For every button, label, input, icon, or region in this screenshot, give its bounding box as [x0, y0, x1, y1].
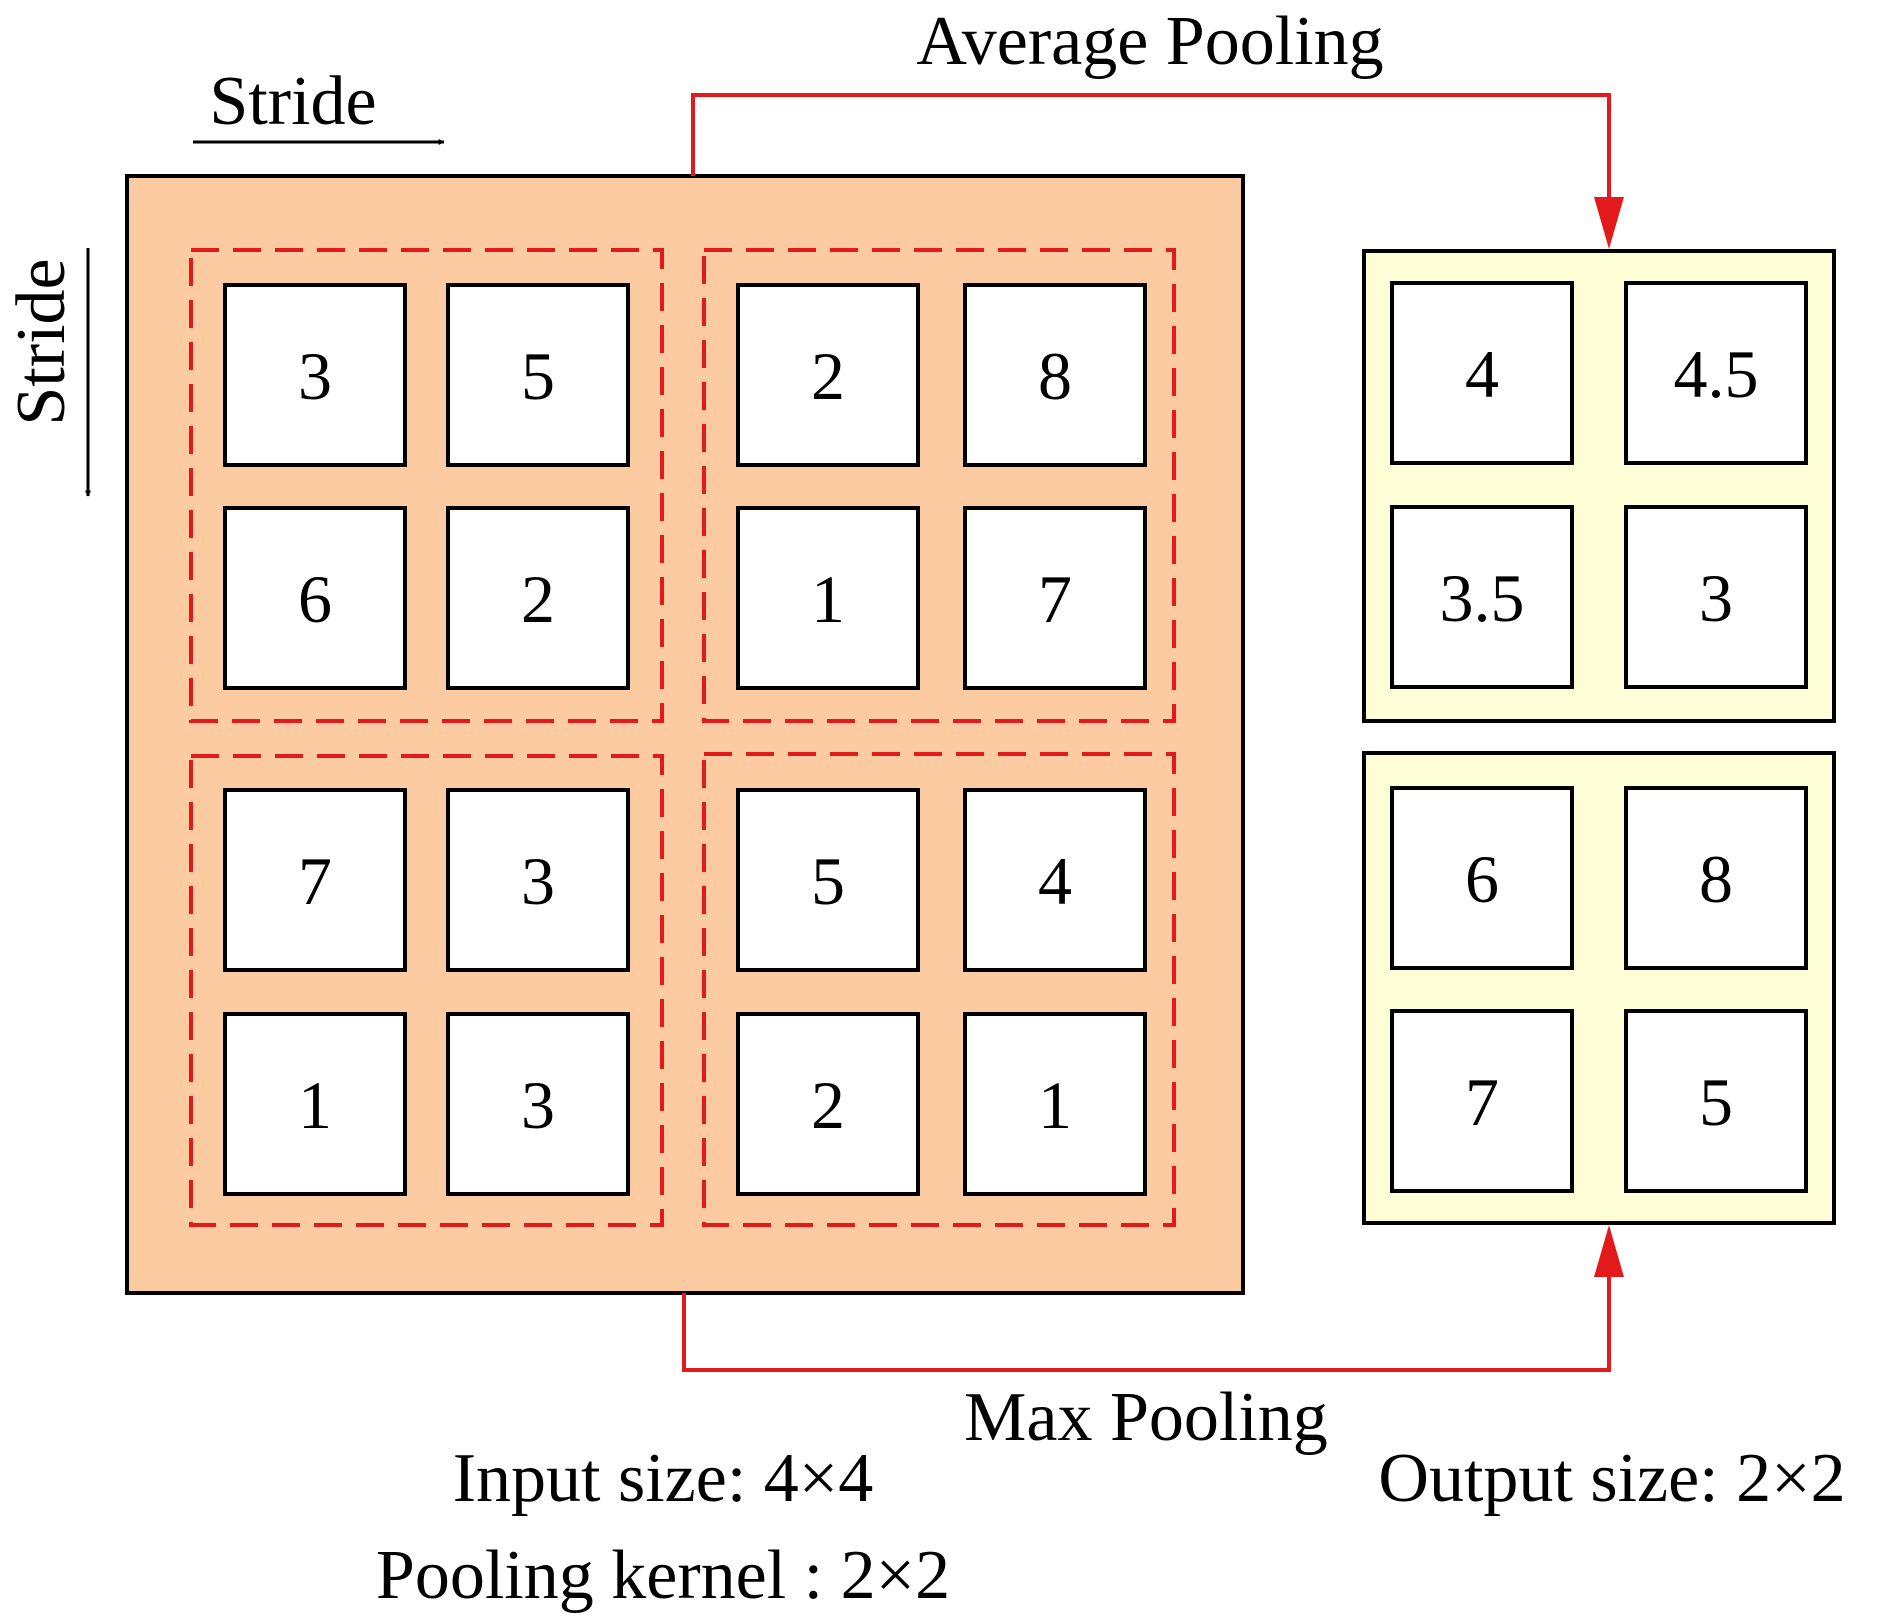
pooling-window: [189, 248, 664, 723]
input-cell: [963, 283, 1147, 467]
max-pooling-arrowhead: [1594, 1225, 1624, 1277]
input-cell: [736, 1012, 920, 1196]
pooling-windows: [189, 248, 1176, 1227]
input-cell-value: 8: [1038, 338, 1072, 414]
input-cell-value: 3: [521, 1067, 555, 1143]
input-cell: [736, 788, 920, 972]
average-output-cell: [1390, 505, 1574, 689]
max-output-cell-value: 5: [1699, 1064, 1733, 1140]
input-cell-value: 3: [298, 338, 332, 414]
average-output-cell-value: 4: [1465, 336, 1499, 412]
average-pooling-connector: [691, 93, 1611, 222]
input-cell: [736, 506, 920, 690]
max-output-cell-value: 8: [1699, 841, 1733, 917]
input-cell: [446, 1012, 630, 1196]
input-cell: [446, 506, 630, 690]
input-cell: [963, 506, 1147, 690]
output-size-label: Output size: 2×2: [1378, 1440, 1845, 1517]
max-output-cell: [1624, 1009, 1808, 1193]
max-output-cell: [1624, 786, 1808, 970]
input-cell: [446, 788, 630, 972]
average-pooling-label: Average Pooling: [916, 3, 1383, 80]
average-output-cell: [1390, 281, 1574, 465]
max-pooling-label: Max Pooling: [964, 1379, 1328, 1456]
pooling-window: [189, 754, 664, 1227]
average-output-cell-value: 4.5: [1674, 336, 1759, 412]
input-cell-value: 2: [521, 561, 555, 637]
input-cell-value: 1: [1038, 1067, 1072, 1143]
input-cell: [736, 283, 920, 467]
input-cells: 3 5 2 8 6 2 1 7 7 3 5 4 1 3 2 1: [223, 283, 1147, 1196]
input-cell-value: 2: [811, 338, 845, 414]
max-pooling-connector: [682, 1250, 1611, 1372]
input-cell: [963, 1012, 1147, 1196]
average-output-cell: [1624, 505, 1808, 689]
average-output-cell: [1624, 281, 1808, 465]
input-cell: [223, 788, 407, 972]
input-size-label: Input size: 4×4: [453, 1440, 874, 1517]
average-output-cell-value: 3.5: [1440, 560, 1525, 636]
average-output-cell-value: 3: [1699, 560, 1733, 636]
pooling-kernel-label: Pooling kernel : 2×2: [376, 1537, 950, 1614]
input-cell: [223, 1012, 407, 1196]
input-cell-value: 5: [811, 843, 845, 919]
input-cell-value: 7: [1038, 561, 1072, 637]
average-output-cells: 4 4.5 3.5 3: [1390, 281, 1808, 689]
max-output-cell: [1390, 1009, 1574, 1193]
input-cell: [223, 506, 407, 690]
stride-vertical-label: Stride: [3, 258, 80, 425]
input-cell: [223, 283, 407, 467]
average-pooling-arrowhead: [1594, 197, 1624, 249]
max-output-cell-value: 7: [1465, 1064, 1499, 1140]
max-output-cell: [1390, 786, 1574, 970]
input-cell-value: 1: [298, 1067, 332, 1143]
input-cell-value: 5: [521, 338, 555, 414]
input-cell: [446, 283, 630, 467]
max-output-cells: 6 8 7 5: [1390, 786, 1808, 1193]
input-cell-value: 4: [1038, 843, 1072, 919]
pooling-window: [702, 248, 1176, 723]
max-output-cell-value: 6: [1465, 841, 1499, 917]
input-cell-value: 1: [811, 561, 845, 637]
input-cell: [963, 788, 1147, 972]
input-cell-value: 2: [811, 1067, 845, 1143]
input-cell-value: 3: [521, 843, 555, 919]
stride-horizontal-label: Stride: [209, 63, 376, 140]
input-cell-value: 6: [298, 561, 332, 637]
input-cell-value: 7: [298, 843, 332, 919]
pooling-window: [702, 752, 1176, 1227]
